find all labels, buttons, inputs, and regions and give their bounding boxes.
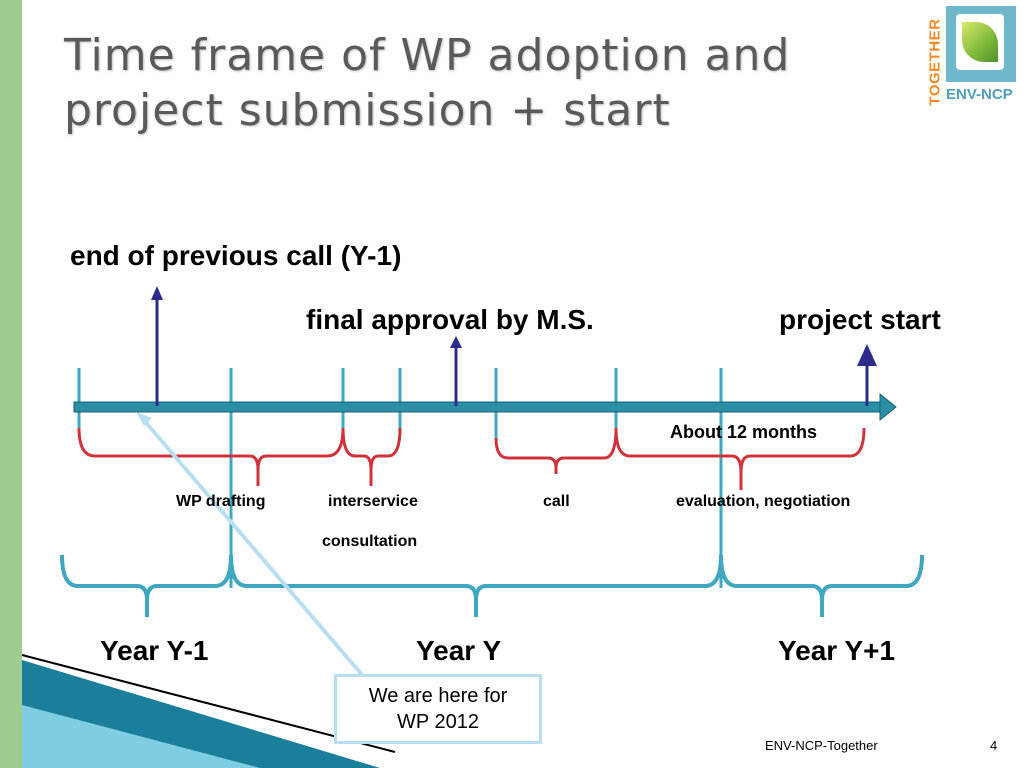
- label-call: call: [543, 493, 570, 510]
- label-year-y-minus-1: Year Y-1: [100, 635, 209, 666]
- timeline-bar: [73, 401, 883, 413]
- logo-square: [946, 6, 1016, 82]
- page-number: 4: [990, 738, 998, 753]
- milestone-arrowhead: [151, 286, 163, 300]
- milestone-arrowhead: [857, 344, 877, 366]
- milestone-arrowhead: [450, 336, 462, 348]
- together-env-ncp-logo: TOGETHER ENV-NCP: [927, 6, 1018, 110]
- brace-interservice: [341, 427, 402, 486]
- note-line-1: We are here for: [368, 685, 508, 707]
- title-line-2: project submission + start: [64, 85, 671, 136]
- callout-note: We are here for WP 2012: [334, 674, 542, 744]
- title-line-1: Time frame of WP adoption and: [64, 30, 791, 81]
- label-interservice: interservice: [328, 493, 418, 510]
- decor-wedge-edge: [21, 654, 396, 753]
- label-project-start: project start: [779, 304, 941, 335]
- timeline-arrowhead: [879, 392, 897, 422]
- label-year-y: Year Y: [416, 635, 502, 666]
- brace-wp-drafting: [77, 427, 345, 486]
- brace-call: [494, 427, 618, 474]
- label-final-approval: final approval by M.S.: [306, 304, 594, 335]
- slide-title: Time frame of WP adoption and project su…: [64, 28, 790, 138]
- note-line-2: WP 2012: [397, 711, 479, 733]
- label-about-12-months: About 12 months: [670, 422, 817, 442]
- label-end-previous-call: end of previous call (Y-1): [70, 240, 402, 271]
- leaf-icon: [962, 22, 998, 62]
- brace-evaluation: [614, 427, 866, 490]
- label-wp-drafting: WP drafting: [176, 493, 266, 510]
- brace-year-y-plus-1: [719, 554, 924, 617]
- decor-wedge-light: [22, 705, 260, 768]
- callout-arrowhead: [136, 412, 152, 426]
- logo-text: ENV-NCP: [946, 86, 1013, 103]
- footer-text: ENV-NCP-Together: [765, 738, 878, 753]
- left-accent-bar: [0, 0, 22, 768]
- label-consultation: consultation: [322, 533, 418, 550]
- label-evaluation-negotiation: evaluation, negotiation: [676, 493, 851, 510]
- brace-year-y-minus-1: [60, 554, 233, 617]
- label-year-y-plus-1: Year Y+1: [778, 635, 896, 666]
- brace-year-y: [229, 554, 723, 617]
- callout-pointer: [140, 416, 365, 678]
